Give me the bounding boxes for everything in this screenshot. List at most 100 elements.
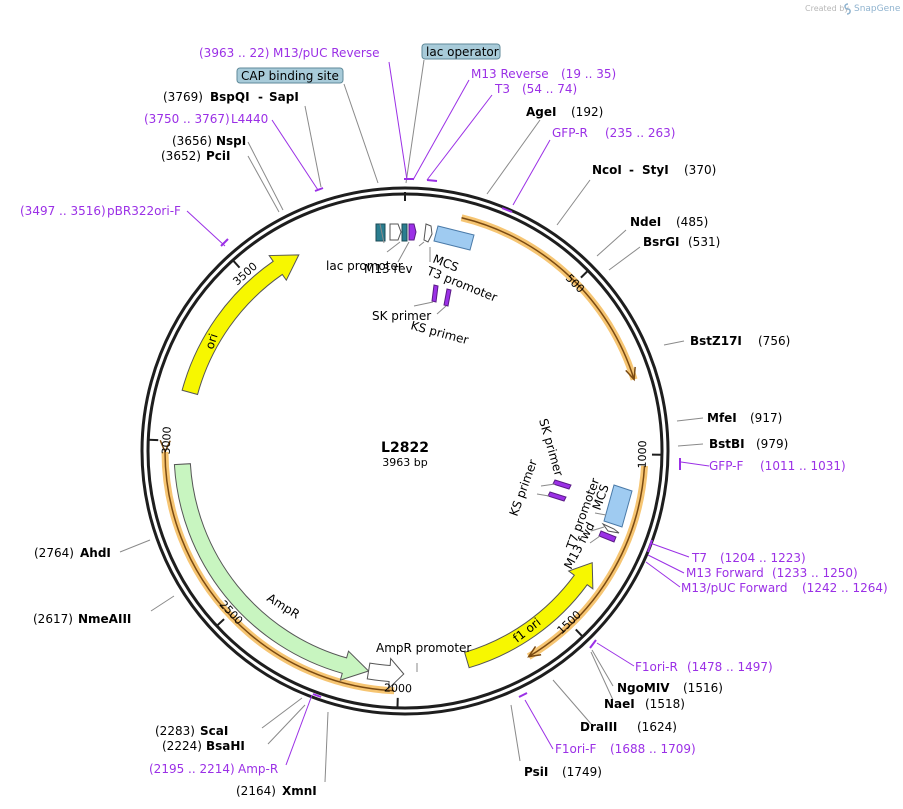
site-ncoi: NcoI - StyI (370)	[592, 163, 716, 177]
svg-text:(1242 .. 1264): (1242 .. 1264)	[802, 581, 888, 595]
svg-text:F1ori-R: F1ori-R	[635, 660, 678, 674]
sk-primer-right-label: SK primer	[536, 417, 566, 478]
primer-gfp-r: GFP-R (235 .. 263)	[552, 126, 675, 140]
sk-primer-top-glyph	[431, 284, 439, 303]
svg-text:GFP-F: GFP-F	[709, 459, 744, 473]
svg-text:GFP-R: GFP-R	[552, 126, 588, 140]
svg-text:DraIII: DraIII	[580, 720, 617, 734]
mcs-right-glyph	[603, 484, 633, 528]
svg-text:PciI: PciI	[206, 149, 231, 163]
svg-text:(3769): (3769)	[163, 90, 203, 104]
site-bsahi: (2224) BsaHI	[162, 739, 245, 753]
svg-text:(2224): (2224)	[162, 739, 202, 753]
ks-primer-top-label: KS primer	[409, 318, 470, 347]
ks-primer-right-label: KS primer	[507, 458, 540, 518]
primer-f1ori-f: F1ori-F (1688 .. 1709)	[555, 742, 696, 756]
svg-text:(2617): (2617)	[33, 612, 73, 626]
tick-label: 1000	[636, 440, 649, 468]
tick-mark	[232, 259, 241, 269]
site-scai: (2283) ScaI	[155, 724, 228, 738]
svg-text:BspQI: BspQI	[210, 90, 250, 104]
site-mfei: MfeI (917)	[707, 411, 782, 425]
svg-text:F1ori-F: F1ori-F	[555, 742, 596, 756]
ampr-promoter-label: AmpR promoter	[376, 641, 471, 655]
svg-text:NmeAIII: NmeAIII	[78, 612, 131, 626]
orange-arc-line	[528, 465, 646, 658]
svg-text:(2164): (2164)	[236, 784, 276, 798]
svg-text:T7: T7	[691, 551, 707, 565]
mcs-right-glyphs	[547, 479, 633, 543]
svg-text:(2195 .. 2214): (2195 .. 2214)	[149, 762, 235, 776]
mcs-top-glyphs	[375, 223, 475, 307]
credit-brand: SnapGene	[854, 4, 901, 14]
svg-text:(2283): (2283)	[155, 724, 195, 738]
svg-text:(3750 .. 3767): (3750 .. 3767)	[144, 112, 230, 126]
svg-text:(1624): (1624)	[637, 720, 677, 734]
svg-text:T3: T3	[494, 82, 510, 96]
site-bstbi: BstBI (979)	[709, 437, 788, 451]
tick-mark	[580, 269, 589, 279]
feature-arcs	[159, 214, 649, 695]
svg-text:(1749): (1749)	[562, 765, 602, 779]
svg-text:AhdI: AhdI	[80, 546, 111, 560]
ori-arrow	[181, 254, 300, 396]
primer-m13-reverse: M13 Reverse (19 .. 35)	[471, 67, 616, 81]
svg-text:M13 Reverse: M13 Reverse	[471, 67, 549, 81]
primer-pbr322ori-f: (3497 .. 3516) pBR322ori-F	[20, 204, 181, 218]
plasmid-name: L2822	[381, 440, 429, 456]
mcs-top-glyph	[433, 225, 475, 251]
site-psii: PsiI (1749)	[524, 765, 602, 779]
svg-text:ScaI: ScaI	[200, 724, 228, 738]
lac-operator-box: lac operator	[421, 43, 501, 60]
primer-m13-puc-reverse: (3963 .. 22) M13/pUC Reverse	[199, 46, 380, 60]
tick-mark	[216, 618, 225, 627]
primer-leader-lines	[186, 61, 710, 766]
svg-text:NcoI: NcoI	[592, 163, 622, 177]
svg-text:(1518): (1518)	[645, 697, 685, 711]
feature-arrows	[173, 254, 594, 690]
ampr-promoter-arrow	[366, 657, 405, 690]
svg-text:(3963 .. 22): (3963 .. 22)	[199, 46, 269, 60]
svg-text:(1233 .. 1250): (1233 .. 1250)	[772, 566, 858, 580]
primer-gfp-f: GFP-F (1011 .. 1031)	[709, 459, 846, 473]
svg-text:M13 Forward: M13 Forward	[686, 566, 764, 580]
svg-text:(1688 .. 1709): (1688 .. 1709)	[610, 742, 696, 756]
svg-text:NspI: NspI	[216, 134, 246, 148]
primer-amp-r: (2195 .. 2214) Amp-R	[149, 762, 278, 776]
svg-text:(917): (917)	[750, 411, 782, 425]
plasmid-size: 3963 bp	[382, 456, 427, 469]
svg-text:PsiI: PsiI	[524, 765, 548, 779]
site-bsrgi: BsrGI (531)	[643, 235, 720, 249]
svg-text:L4440: L4440	[231, 112, 268, 126]
orange-arc-line	[164, 451, 395, 692]
tick-label: 2000	[384, 681, 412, 695]
ampr-arrow	[173, 463, 370, 681]
lac-promoter-label: lac promoter	[326, 259, 403, 273]
tick-label: 3000	[160, 426, 174, 455]
snapgene-logo-icon	[844, 3, 851, 15]
backbone-outer	[140, 186, 670, 716]
site-draiii: DraIII (1624)	[580, 720, 677, 734]
enzyme-leader-lines	[119, 59, 704, 783]
site-ndei: NdeI (485)	[630, 215, 708, 229]
svg-text:NdeI: NdeI	[630, 215, 661, 229]
ori-label: ori	[203, 332, 221, 351]
primer-t7: T7 (1204 .. 1223)	[691, 551, 806, 565]
orange-arc-arrowhead	[527, 645, 542, 658]
svg-text:Amp-R: Amp-R	[238, 762, 278, 776]
svg-text:SapI: SapI	[269, 90, 299, 104]
site-pcii: (3652) PciI	[161, 149, 231, 163]
svg-text:NaeI: NaeI	[604, 697, 635, 711]
svg-text:AgeI: AgeI	[526, 105, 556, 119]
credit-text: Created by	[805, 4, 849, 13]
sk-primer-right-glyph	[552, 479, 572, 490]
cap-binding-site-label: CAP binding site	[241, 69, 339, 83]
primer-m13-puc-forward: M13/pUC Forward (1242 .. 1264)	[681, 581, 888, 595]
ks-primer-right-glyph	[547, 491, 567, 502]
svg-text:(3656): (3656)	[172, 134, 212, 148]
svg-text:M13/pUC Forward: M13/pUC Forward	[681, 581, 788, 595]
lac-operator-glyph	[401, 223, 408, 242]
svg-text:BsaHI: BsaHI	[206, 739, 245, 753]
